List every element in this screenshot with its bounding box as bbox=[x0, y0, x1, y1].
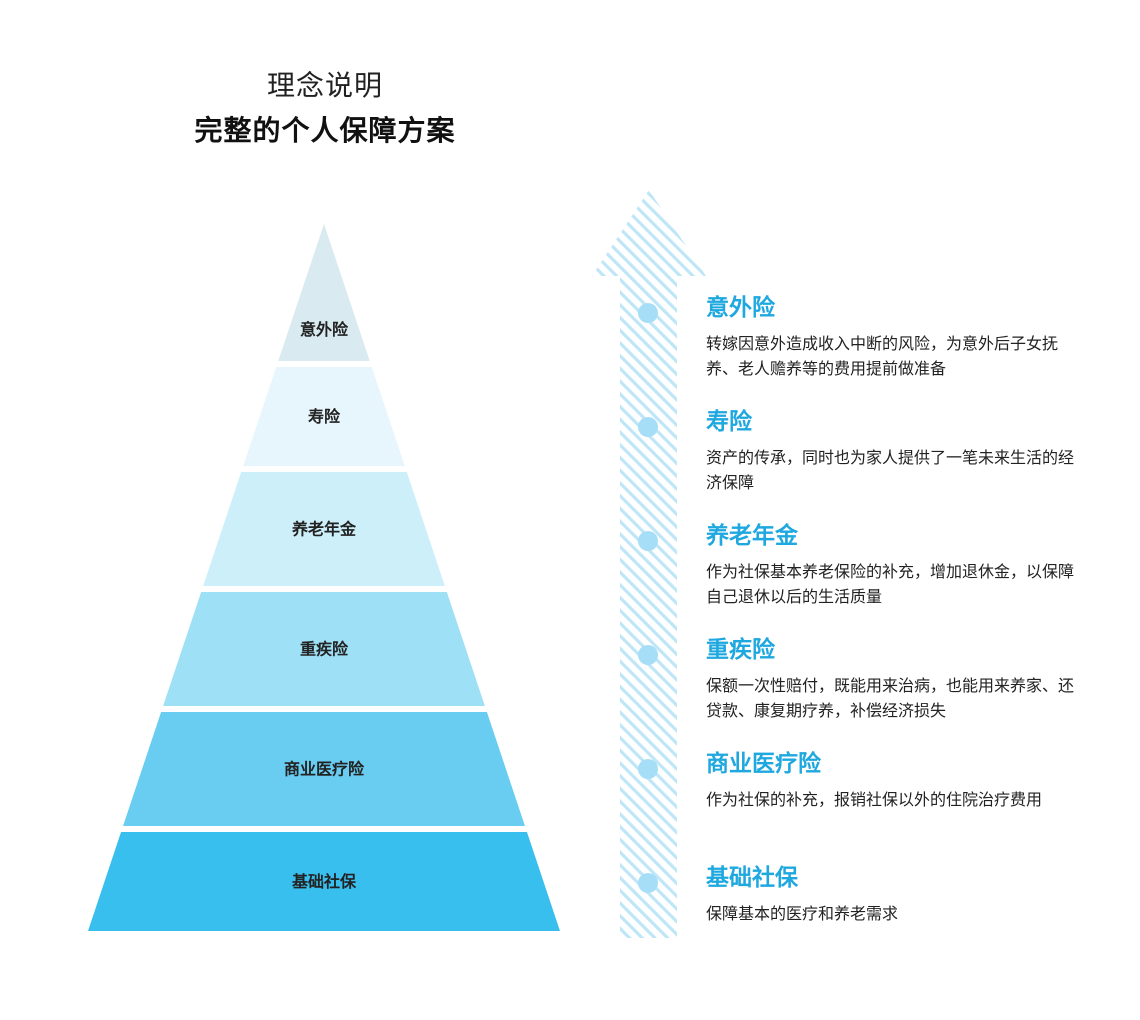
page-title: 完整的个人保障方案 bbox=[194, 114, 456, 147]
timeline-item-title: 意外险 bbox=[706, 295, 775, 321]
pyramid-layer-0 bbox=[278, 224, 370, 361]
timeline-item-description: 作为社保基本养老保险的补充，增加退休金，以保障自己退休以后的生活质量 bbox=[706, 562, 1075, 606]
timeline-item-title: 商业医疗险 bbox=[706, 751, 821, 777]
pyramid-layer-label: 寿险 bbox=[308, 407, 341, 426]
pyramid-layer-1 bbox=[243, 367, 405, 466]
timeline-item-title: 基础社保 bbox=[706, 865, 798, 891]
timeline-item-title: 养老年金 bbox=[706, 523, 798, 549]
timeline-dot-icon bbox=[638, 759, 658, 779]
header: 理念说明 完整的个人保障方案 bbox=[140, 64, 510, 154]
timeline-item-description: 保障基本的医疗和养老需求 bbox=[706, 904, 899, 923]
timeline-item-description: 资产的传承，同时也为家人提供了一笔未来生活的经济保障 bbox=[706, 448, 1075, 492]
timeline-item-description: 转嫁因意外造成收入中断的风险，为意外后子女抚养、老人赡养等的费用提前做准备 bbox=[706, 334, 1059, 378]
pyramid-layer-label: 商业医疗险 bbox=[284, 760, 365, 779]
pyramid-layer-label: 基础社保 bbox=[291, 872, 357, 891]
timeline-dot-icon bbox=[638, 303, 658, 323]
timeline-dot-icon bbox=[638, 417, 658, 437]
pyramid-layer-3 bbox=[163, 592, 485, 706]
pyramid-layer-2 bbox=[203, 472, 445, 586]
timeline-item-description: 作为社保的补充，报销社保以外的住院治疗费用 bbox=[706, 790, 1043, 809]
upward-arrow-icon bbox=[592, 190, 706, 938]
timeline-item-title: 重疾险 bbox=[706, 637, 775, 663]
timeline-dot-icon bbox=[638, 531, 658, 551]
pyramid-layer-label: 重疾险 bbox=[300, 640, 349, 659]
pyramid-layer-4 bbox=[123, 712, 525, 826]
timeline-dot-icon bbox=[638, 873, 658, 893]
pyramid-layer-label: 养老年金 bbox=[291, 520, 357, 539]
pyramid-layer-label: 意外险 bbox=[300, 320, 349, 339]
pyramid-layer-5 bbox=[88, 832, 560, 931]
timeline-item-title: 寿险 bbox=[706, 409, 752, 435]
timeline-dot-icon bbox=[638, 645, 658, 665]
page-subtitle: 理念说明 bbox=[266, 69, 383, 102]
timeline-item-description: 保额一次性赔付，既能用来治病，也能用来养家、还贷款、康复期疗养，补偿经济损失 bbox=[706, 676, 1075, 720]
